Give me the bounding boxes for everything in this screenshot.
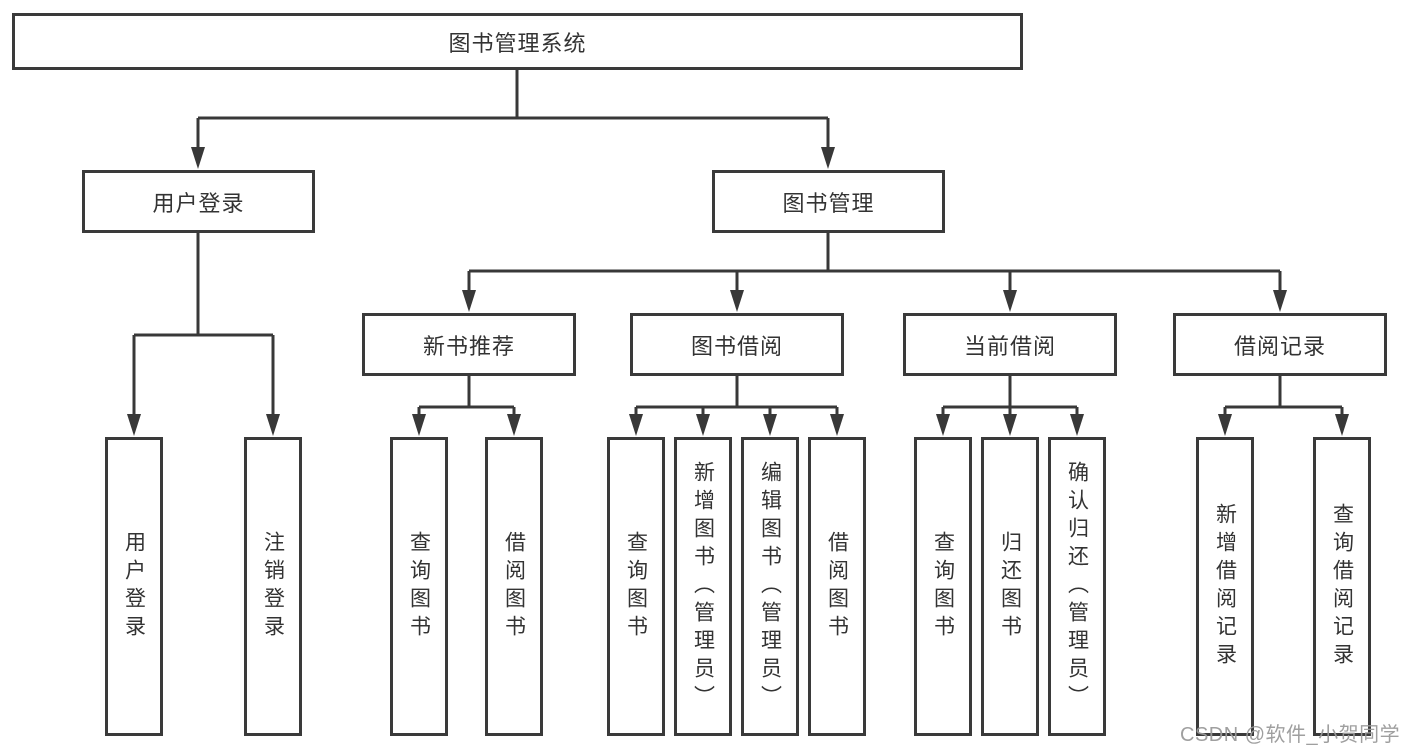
leaf-label: 编辑图书（管理员） bbox=[758, 460, 782, 713]
leaf-label: 查询图书 bbox=[624, 530, 648, 643]
leaf-label: 查询借阅记录 bbox=[1330, 502, 1354, 671]
arrowhead-down-icon bbox=[462, 290, 476, 312]
arrowhead-down-icon bbox=[730, 290, 744, 312]
arrowhead-down-icon bbox=[821, 147, 835, 169]
leaf-label: 新增图书（管理员） bbox=[691, 460, 715, 713]
arrowhead-down-icon bbox=[266, 414, 280, 436]
leaf-borrow-book-borrow: 借阅图书 bbox=[808, 437, 866, 736]
arrowhead-down-icon bbox=[1003, 290, 1017, 312]
node-book-management: 图书管理 bbox=[712, 170, 945, 233]
csdn-watermark: CSDN @软件_小贺同学 bbox=[1180, 724, 1401, 746]
leaf-label: 查询图书 bbox=[931, 530, 955, 643]
node-current-borrow: 当前借阅 bbox=[903, 313, 1117, 376]
arrowhead-down-icon bbox=[830, 414, 844, 436]
leaf-return-book: 归还图书 bbox=[981, 437, 1039, 736]
leaf-label: 确认归还（管理员） bbox=[1065, 460, 1089, 713]
node-user-login: 用户登录 bbox=[82, 170, 315, 233]
arrowhead-down-icon bbox=[763, 414, 777, 436]
arrowhead-down-icon bbox=[1070, 414, 1084, 436]
connector-root-to-level2 bbox=[196, 70, 830, 150]
connector-book-mgmt-to-level3 bbox=[467, 233, 1282, 293]
connector-new-book-to-children bbox=[417, 376, 516, 417]
leaf-query-book-borrow: 查询图书 bbox=[607, 437, 665, 736]
node-borrow-records: 借阅记录 bbox=[1173, 313, 1387, 376]
node-new-book-recommend: 新书推荐 bbox=[362, 313, 576, 376]
leaf-query-book-current: 查询图书 bbox=[914, 437, 972, 736]
connector-current-borrow-to-children bbox=[941, 376, 1079, 417]
leaf-query-book-recommend: 查询图书 bbox=[390, 437, 448, 736]
arrowhead-down-icon bbox=[629, 414, 643, 436]
leaf-label: 归还图书 bbox=[998, 530, 1022, 643]
arrowhead-down-icon bbox=[191, 147, 205, 169]
connector-book-borrow-to-children bbox=[634, 376, 839, 417]
arrowhead-down-icon bbox=[412, 414, 426, 436]
leaf-label: 注销登录 bbox=[261, 530, 285, 643]
node-book-borrow: 图书借阅 bbox=[630, 313, 844, 376]
arrowhead-down-icon bbox=[1273, 290, 1287, 312]
leaf-label: 新增借阅记录 bbox=[1213, 502, 1237, 671]
arrowhead-down-icon bbox=[127, 414, 141, 436]
leaf-label: 借阅图书 bbox=[825, 530, 849, 643]
arrowhead-down-icon bbox=[936, 414, 950, 436]
connector-borrow-records-to-children bbox=[1223, 376, 1344, 417]
leaf-logout: 注销登录 bbox=[244, 437, 302, 736]
leaf-confirm-return-admin: 确认归还（管理员） bbox=[1048, 437, 1106, 736]
leaf-edit-book-admin: 编辑图书（管理员） bbox=[741, 437, 799, 736]
arrowhead-down-icon bbox=[696, 414, 710, 436]
leaf-label: 借阅图书 bbox=[502, 530, 526, 643]
leaf-add-borrow-record: 新增借阅记录 bbox=[1196, 437, 1254, 736]
arrowhead-down-icon bbox=[1003, 414, 1017, 436]
leaf-add-book-admin: 新增图书（管理员） bbox=[674, 437, 732, 736]
arrowhead-down-icon bbox=[1218, 414, 1232, 436]
leaf-borrow-book-recommend: 借阅图书 bbox=[485, 437, 543, 736]
arrowhead-down-icon bbox=[507, 414, 521, 436]
connector-user-login-to-children bbox=[132, 233, 275, 417]
leaf-user-login: 用户登录 bbox=[105, 437, 163, 736]
leaf-query-borrow-record: 查询借阅记录 bbox=[1313, 437, 1371, 736]
arrowhead-down-icon bbox=[1335, 414, 1349, 436]
leaf-label: 用户登录 bbox=[122, 530, 146, 643]
node-root-library-management-system: 图书管理系统 bbox=[12, 13, 1023, 70]
leaf-label: 查询图书 bbox=[407, 530, 431, 643]
